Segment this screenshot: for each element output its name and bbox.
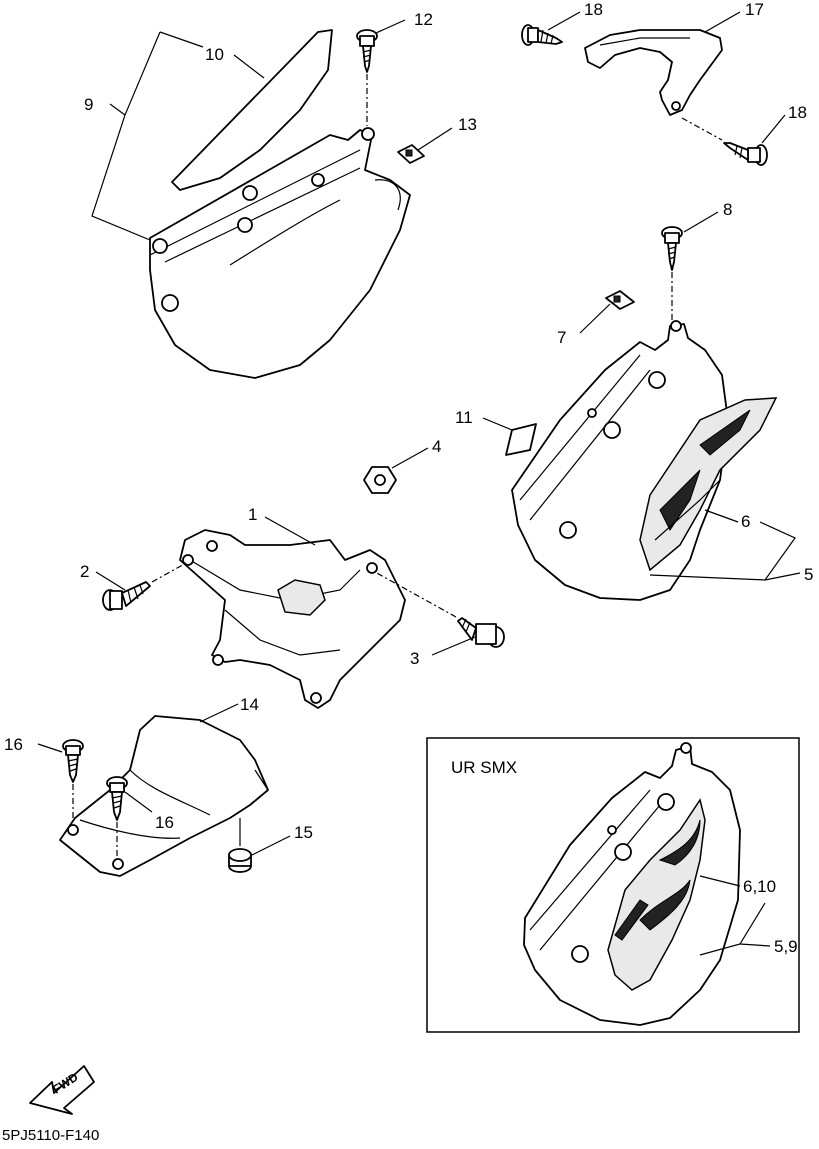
bolt-part-3 (457, 617, 505, 648)
callout-16-left: 16 (4, 735, 23, 754)
callout-3: 3 (410, 649, 419, 668)
screw-part-8 (661, 226, 683, 271)
callout-14: 14 (240, 695, 259, 714)
diagram-code: 5PJ5110-F140 (2, 1127, 99, 1144)
assembly-line-18 (681, 117, 723, 141)
bolt-part-2 (102, 581, 151, 611)
callout-11: 11 (455, 408, 473, 427)
decal-part-6 (639, 397, 778, 572)
bracket-part-1 (179, 529, 406, 709)
screw-part-18-top (521, 24, 563, 46)
assembly-line-3 (374, 571, 457, 618)
window-part-10 (171, 29, 333, 191)
callout-5: 5 (804, 565, 813, 584)
screw-part-16-center (106, 776, 128, 821)
clip-nut-part-7 (605, 290, 635, 310)
callout-17: 17 (745, 0, 764, 19)
cover-part-14 (59, 715, 269, 877)
callout-1: 1 (248, 505, 257, 524)
callout-4: 4 (432, 437, 441, 456)
callout-8: 8 (723, 200, 732, 219)
inset-side-cover (523, 742, 741, 1026)
callout-12: 12 (414, 10, 433, 29)
screw-part-16-left (62, 739, 84, 783)
callout-6: 6 (741, 512, 750, 531)
fwd-arrow-icon: FWD (29, 1065, 95, 1115)
leader-lines (37, 11, 801, 956)
callout-18-top: 18 (584, 0, 603, 19)
assembly-line-2 (151, 561, 189, 583)
clip-nut-part-13 (397, 144, 425, 164)
callout-9: 9 (84, 95, 93, 114)
grommet-part-15 (228, 848, 252, 873)
inset-title: UR SMX (451, 758, 517, 777)
callout-13: 13 (458, 115, 477, 134)
screw-part-18-bottom (723, 142, 768, 166)
bracket-part-17 (584, 29, 723, 116)
callout-2: 2 (80, 562, 89, 581)
callout-7: 7 (557, 328, 566, 347)
nut-part-4 (363, 466, 397, 494)
screw-part-12 (356, 29, 378, 73)
inset-box (426, 737, 800, 1033)
callout-18-right: 18 (788, 103, 807, 122)
label-part-11 (505, 423, 537, 456)
callout-16-center: 16 (155, 813, 174, 832)
callout-10: 10 (205, 45, 224, 64)
callout-inset-5-9: 5,9 (774, 937, 798, 956)
callout-15: 15 (294, 823, 313, 842)
callout-inset-6-10: 6,10 (743, 877, 776, 896)
left-side-cover-part-9 (149, 127, 411, 379)
